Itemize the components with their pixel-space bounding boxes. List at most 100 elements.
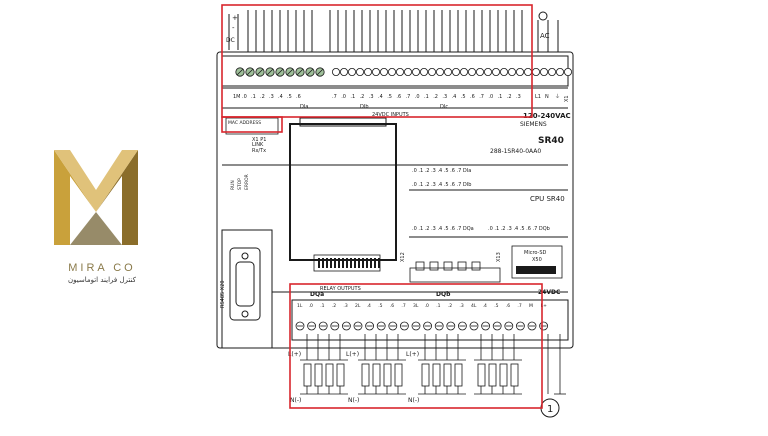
load-resistor	[499, 363, 508, 387]
input-terminal-block-right	[331, 68, 573, 77]
input-screw-icon	[235, 67, 245, 77]
input-screw-icon	[427, 68, 436, 77]
input-screw-icon	[245, 67, 255, 77]
status-led-label: RUN	[230, 180, 236, 190]
input-terminal-label: .1	[424, 94, 429, 100]
load-resistor	[303, 363, 312, 387]
connector-pin	[362, 258, 364, 268]
output-screw-icon	[388, 321, 398, 331]
input-screw-icon	[255, 67, 265, 77]
load-resistor	[394, 363, 403, 387]
output-terminal-label: .6	[506, 303, 510, 309]
input-screw-icon	[532, 68, 541, 77]
micro-sd-slot[interactable]	[511, 245, 563, 279]
input-screw-icon	[395, 68, 404, 77]
output-screw-icon	[469, 321, 479, 331]
load-resistor	[372, 363, 381, 387]
output-terminal-label: 1L	[297, 303, 303, 309]
input-screw-icon	[499, 68, 508, 77]
output-screw-icon	[492, 321, 502, 331]
input-screw-icon	[285, 67, 295, 77]
ac-source-icon	[538, 11, 548, 21]
output-screw-icon	[341, 321, 351, 331]
output-screw-icon	[504, 321, 514, 331]
rs485-connector-icon[interactable]	[229, 247, 261, 321]
connector-pin	[334, 258, 336, 268]
load-resistor	[325, 363, 334, 387]
input-screw-icon	[491, 68, 500, 77]
led-row-dia: .0 .1 .2 .3 .4 .5 .6 .7 DIa	[412, 168, 471, 174]
plc-body	[216, 51, 574, 349]
group-dqa-label: DQa	[310, 291, 324, 298]
input-terminal-label: .0	[341, 94, 346, 100]
inputs-caption: 24VDC INPUTS	[372, 112, 409, 118]
input-screw-icon	[459, 68, 468, 77]
input-terminal-label: .3	[269, 94, 274, 100]
input-terminal-label: .7	[332, 94, 337, 100]
input-screw-icon	[347, 68, 356, 77]
expansion-pins	[318, 258, 380, 268]
n-minus-label-2: N(-)	[348, 397, 359, 404]
miraco-logo-icon	[54, 150, 138, 245]
output-terminal-label: L+	[541, 303, 548, 309]
output-terminal-label: 2L	[355, 303, 361, 309]
input-screw-icon	[483, 68, 492, 77]
input-screw-icon	[556, 68, 565, 77]
output-terminal-label: M	[529, 303, 533, 309]
model-code: SR40	[538, 136, 564, 146]
input-screw-icon	[411, 68, 420, 77]
output-terminal-label: .3	[343, 303, 347, 309]
connector-pin	[330, 258, 332, 268]
callout-number: 1	[547, 404, 553, 415]
output-screw-icon	[307, 321, 317, 331]
input-terminal-label: .1	[498, 94, 503, 100]
input-screw-icon	[475, 68, 484, 77]
connector-pin	[350, 258, 352, 268]
input-terminal-label: .0	[242, 94, 247, 100]
load-resistor	[488, 363, 497, 387]
input-screw-icon	[507, 68, 516, 77]
load-resistor	[432, 363, 441, 387]
input-screw-icon	[371, 68, 380, 77]
input-terminal-label: .1	[251, 94, 256, 100]
input-terminal-label: .0	[488, 94, 493, 100]
output-terminal-block	[295, 321, 548, 331]
input-terminal-labels: 1M.0.1.2.3.4.5.6.7.0.1.2.3.4.5.6.7.0.1.2…	[233, 93, 560, 100]
input-screw-icon	[548, 68, 557, 77]
n-minus-label-1: N(-)	[290, 397, 301, 404]
x1-label: X1	[564, 95, 570, 102]
x50-label: X50	[532, 257, 542, 263]
input-terminal-label: .1	[350, 94, 355, 100]
input-terminal-label: .5	[461, 94, 466, 100]
input-screw-icon	[451, 68, 460, 77]
input-terminal-label: .5	[387, 94, 392, 100]
l-plus-label-1: L(+)	[288, 351, 301, 358]
input-screw-icon	[387, 68, 396, 77]
load-resistor	[361, 363, 370, 387]
output-terminal-label: .0	[309, 303, 313, 309]
input-terminal-label: .2	[433, 94, 438, 100]
input-terminal-label: .4	[278, 94, 283, 100]
n-minus-label-3: N(-)	[408, 397, 419, 404]
input-terminal-label: .6	[470, 94, 475, 100]
input-screw-icon	[435, 68, 444, 77]
input-terminal-label: .5	[287, 94, 292, 100]
connector-pin	[354, 258, 356, 268]
group-dqb-label: DQb	[436, 291, 451, 298]
power-terminal-label: ⏚	[555, 93, 560, 100]
output-screw-icon	[295, 321, 305, 331]
brand-label: SIEMENS	[520, 121, 547, 128]
load-wiring	[300, 334, 566, 395]
output-screw-icon	[481, 321, 491, 331]
input-terminal-label: .3	[369, 94, 374, 100]
input-terminal-label: .6	[296, 94, 301, 100]
logo-subtitle: کنترل فرایند اتوماسیون	[68, 276, 136, 284]
output-terminal-label: .7	[517, 303, 521, 309]
input-terminal-label: .3	[442, 94, 447, 100]
input-terminal-label: .0	[415, 94, 420, 100]
input-screw-icon	[331, 68, 340, 77]
input-terminal-label: 1M	[233, 94, 241, 100]
input-screw-icon	[419, 68, 428, 77]
